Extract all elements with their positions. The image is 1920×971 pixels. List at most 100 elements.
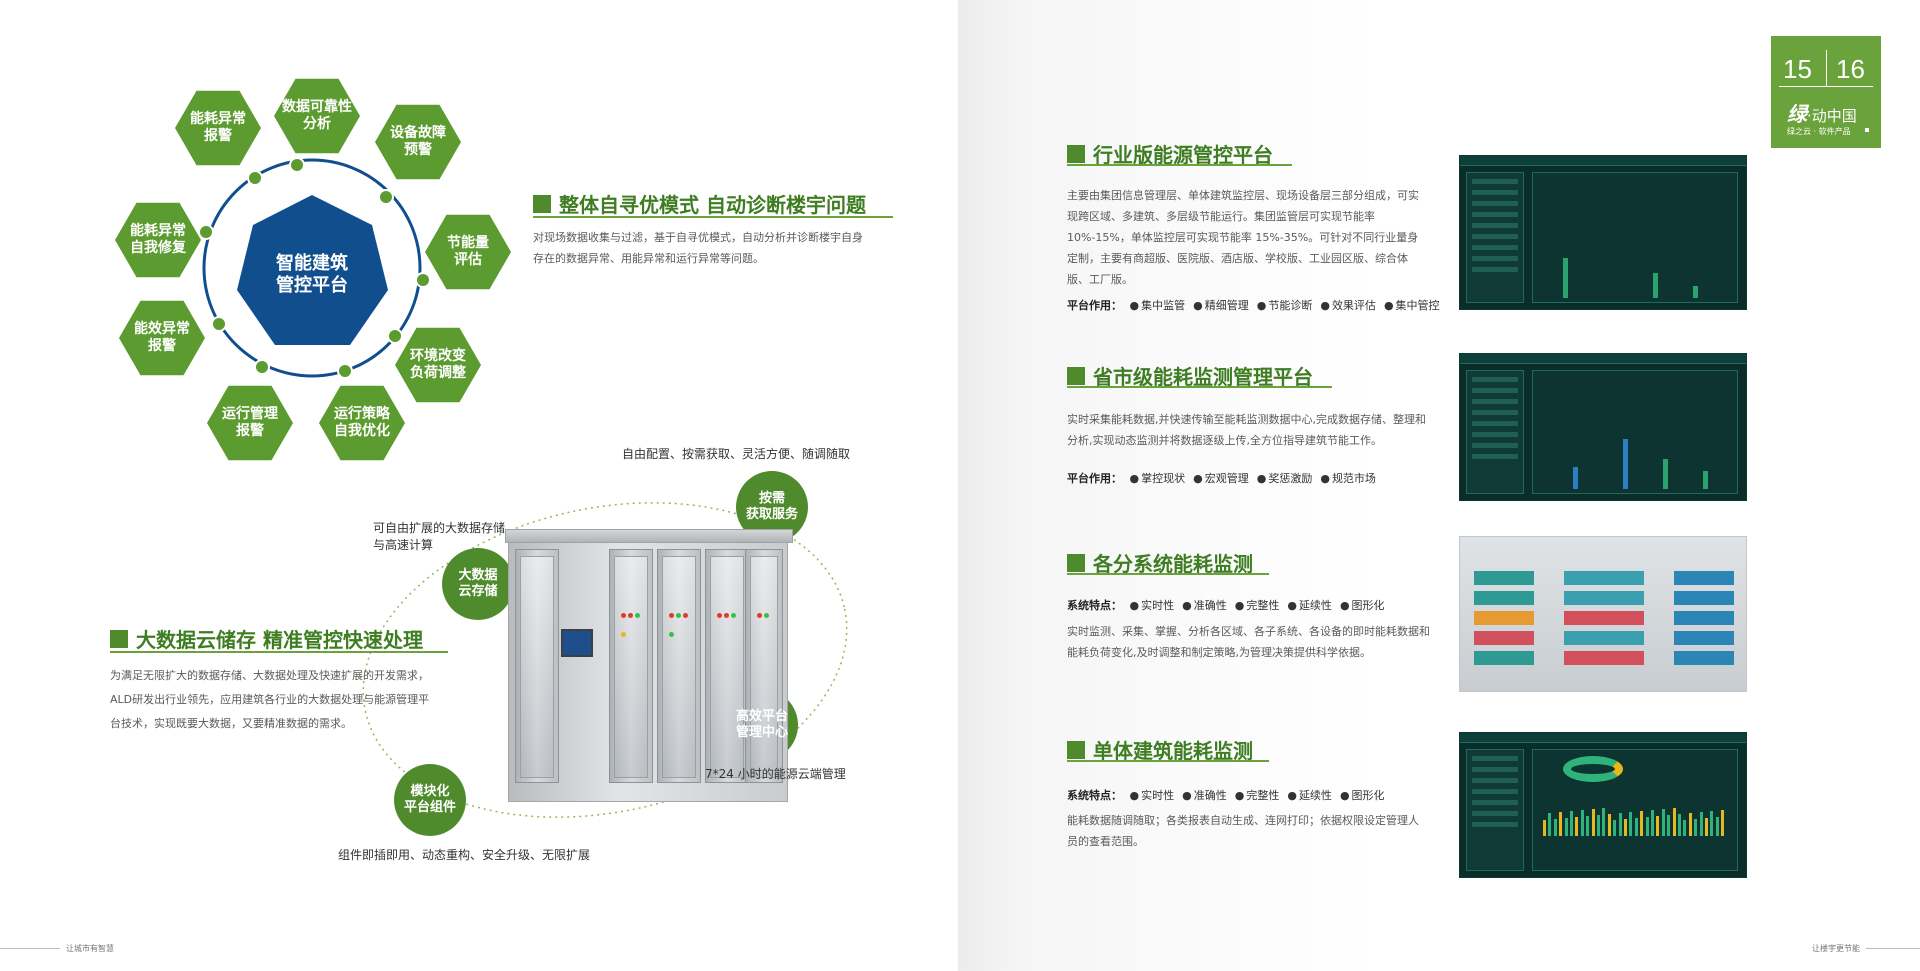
hex-node [175, 90, 261, 166]
footer-right: 让楼宇更节能 [1812, 944, 1860, 953]
section-subsystem-features: 系统特点： 实时性准确性完整性延续性图形化 [1067, 597, 1393, 613]
section-auto-title: 整体自寻优模式 自动诊断楼宇问题 [559, 193, 866, 217]
section-building-body: 能耗数据随调随取；各类报表自动生成、连网打印；依据权限设定管理人员的查看范围。 [1067, 814, 1419, 848]
hex-node [395, 327, 481, 403]
hex-node [274, 78, 360, 154]
hex-node-label: 运行管理报警 [222, 406, 278, 439]
hex-node [207, 385, 293, 461]
circle-module [394, 764, 466, 836]
dashboard-bar [1586, 816, 1590, 836]
dashboard-bar [1672, 808, 1676, 836]
heading-underline [533, 216, 893, 218]
dashboard-screenshot-subsystem [1459, 536, 1747, 692]
ring-dot [337, 363, 353, 379]
ring-dot [415, 272, 431, 288]
hex-node-label: 数据可靠性分析 [282, 99, 352, 132]
ring-dot [254, 359, 270, 375]
heading-square-icon [110, 629, 128, 648]
hex-node-label: 运行策略自我优化 [334, 406, 390, 439]
heading-square-icon [1067, 366, 1085, 385]
section-industry-heading: 行业版能源管控平台 [1067, 139, 1273, 168]
hex-node [115, 202, 201, 278]
heading-square-icon [1067, 553, 1085, 572]
dashboard-bar [1694, 819, 1698, 836]
dashboard-bar [1667, 815, 1671, 836]
section-bigdata-body: 为满足无限扩大的数据存储、大数据处理及快速扩展的开发需求，ALD研发出行业领先，… [110, 669, 430, 730]
dashboard-bar [1640, 811, 1644, 836]
hex-ring-diagram [115, 78, 511, 461]
page-number-right: 16 [1836, 54, 1865, 84]
dashboard-bar [1699, 812, 1703, 836]
section-building-features: 系统特点： 实时性准确性完整性延续性图形化 [1067, 787, 1393, 803]
dashboard-screenshot-province [1459, 353, 1747, 501]
dashboard-bar [1629, 812, 1633, 836]
dashboard-bar [1548, 813, 1552, 836]
heading-underline [1067, 573, 1269, 575]
ring-dot [378, 189, 394, 205]
dashboard-bar [1710, 811, 1714, 836]
section-province-body: 实时采集能耗数据,并快速传输至能耗监测数据中心,完成数据存储、整理和分析,实现动… [1067, 413, 1426, 447]
section-industry-title: 行业版能源管控平台 [1093, 143, 1273, 167]
circle-bigdata [442, 548, 514, 620]
dashboard-bar [1683, 820, 1687, 836]
circle-bigdata-label: 大数据云存储 [458, 568, 498, 599]
dashboard-bar [1705, 818, 1708, 836]
hex-node-label: 能耗异常报警 [190, 111, 246, 144]
heading-underline [1067, 164, 1292, 166]
dashboard-bar [1651, 810, 1654, 836]
dashboard-bar [1580, 810, 1584, 836]
circle-platform-label: 高效平台管理中心 [735, 709, 788, 740]
dashboard-bar [1570, 811, 1573, 836]
cloud-diagram [362, 471, 848, 836]
center-hub-shape [237, 195, 388, 345]
hex-node-label: 能耗异常自我修复 [130, 223, 186, 256]
section-industry-body: 主要由集团信息管理层、单体建筑监控层、现场设备层三部分组成，可实现跨区域、多建筑… [1067, 189, 1419, 286]
ring-circle [202, 158, 422, 378]
dashboard-bar [1591, 809, 1595, 836]
circle-on-demand [736, 471, 808, 543]
heading-square-icon [533, 194, 551, 213]
footer-left: 让城市有智慧 [66, 944, 114, 953]
hex-node-label: 能效异常报警 [134, 321, 190, 354]
footer-line-left [0, 948, 60, 949]
dashboard-bar [1634, 818, 1638, 836]
ring-dot [387, 328, 403, 344]
section-industry-features: 平台作用： 集中监管精细管理节能诊断效果评估集中管控 [1067, 297, 1448, 313]
page-number-badge: 15 16 绿·动中国 绿之云 · 软件产品 [1771, 36, 1881, 148]
caption-right: 7*24 小时的能源云端管理 [705, 767, 846, 781]
hex-node-label: 节能量评估 [447, 235, 489, 268]
dashboard-screenshot-building [1459, 732, 1747, 878]
caption-top: 自由配置、按需获取、灵活方便、随调随取 [622, 447, 851, 461]
hex-group [115, 78, 511, 461]
ring-dot [247, 170, 263, 186]
dashboard-bar [1613, 820, 1617, 836]
dashboard-bar [1645, 817, 1649, 836]
section-province-title: 省市级能耗监测管理平台 [1093, 365, 1313, 389]
brand-mark: 绿·动中国 [1787, 102, 1857, 126]
dashboard-bar [1721, 810, 1725, 836]
section-auto-heading: 整体自寻优模式 自动诊断楼宇问题 [533, 189, 866, 218]
right-page [958, 0, 1920, 971]
circle-module-label: 模块化平台组件 [403, 784, 456, 815]
section-province-heading: 省市级能耗监测管理平台 [1067, 361, 1313, 390]
caption-left: 可自由扩展的大数据存储 [373, 521, 506, 535]
hex-node [425, 214, 511, 290]
dotted-orbit [362, 502, 848, 818]
center-hub-label: 智能建筑 管控平台 [276, 253, 348, 296]
dashboard-bar [1564, 818, 1568, 836]
dashboard-bar [1656, 816, 1660, 836]
section-building-heading: 单体建筑能耗监测 [1067, 735, 1253, 764]
dashboard-bar [1624, 819, 1627, 836]
dashboard-bar [1553, 819, 1557, 836]
server-cabinet-image [505, 529, 793, 802]
hex-node-label: 设备故障预警 [390, 125, 446, 158]
section-subsystem-heading: 各分系统能耗监测 [1067, 548, 1253, 577]
page-number-left: 15 [1783, 54, 1812, 84]
section-bigdata-heading: 大数据云储存 精准管控快速处理 [110, 624, 423, 653]
section-building-title: 单体建筑能耗监测 [1093, 739, 1253, 763]
circle-on-demand-label: 按需获取服务 [745, 491, 798, 522]
dashboard-bar [1607, 814, 1611, 836]
hex-node [375, 104, 461, 180]
dashboard-bar [1543, 820, 1546, 836]
heading-square-icon [1067, 144, 1085, 163]
